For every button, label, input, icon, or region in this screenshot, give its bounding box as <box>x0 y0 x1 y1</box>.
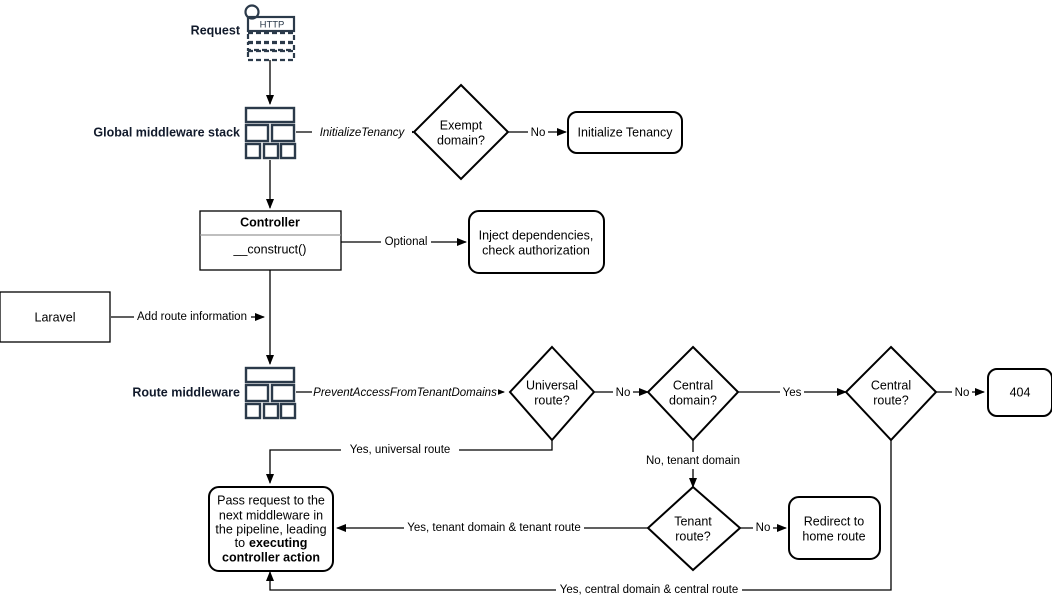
node-exempt-domain-line2: domain? <box>437 133 485 147</box>
edge-label-tenant-route-no-text: No <box>756 522 771 534</box>
node-central-route-line1: Central <box>871 378 911 392</box>
route-middleware-stack-icon <box>244 366 297 420</box>
http-icon-label: HTTP <box>260 20 285 31</box>
node-laravel-label: Laravel <box>35 310 76 324</box>
node-laravel[interactable]: Laravel <box>0 291 111 343</box>
edge-label-prevent-access-text: PreventAccessFromTenantDomains <box>313 387 497 399</box>
node-universal-route-line1: Universal <box>526 378 578 392</box>
node-controller-title: Controller <box>240 215 300 229</box>
edge-label-tenant-route-no: No <box>753 520 773 537</box>
node-pass-request-line4-prefix: to <box>235 536 245 550</box>
edge-label-no-tenant-domain-text: No, tenant domain <box>646 455 740 467</box>
node-redirect-home-route[interactable]: Redirect to home route <box>788 496 881 560</box>
node-controller[interactable]: Controller __construct() <box>199 210 342 271</box>
node-controller-method: __construct() <box>233 242 307 256</box>
edge-label-initialize-tenancy: InitializeTenancy <box>312 124 412 141</box>
node-central-route[interactable]: Central route? <box>844 345 938 442</box>
http-request-icon: HTTP <box>244 4 296 62</box>
edge-label-optional: Optional <box>381 234 431 251</box>
node-central-domain-line1: Central <box>673 378 713 392</box>
node-pass-request-line1: Pass request to the <box>217 493 325 507</box>
node-universal-route-line2: route? <box>534 393 569 407</box>
edge-label-no-tenant-domain: No, tenant domain <box>640 452 747 469</box>
node-initialize-tenancy-label: Initialize Tenancy <box>578 125 674 139</box>
edge-label-central-route-no: No <box>952 384 972 401</box>
edge-label-exempt-no-text: No <box>531 127 546 139</box>
node-exempt-domain[interactable]: Exempt domain? <box>412 83 510 181</box>
lane-label-request: Request <box>191 23 241 37</box>
node-universal-route[interactable]: Universal route? <box>508 345 596 442</box>
edge-label-yes-central-domain-route-text: Yes, central domain & central route <box>560 584 739 596</box>
node-pass-request[interactable]: Pass request to the next middleware in t… <box>208 486 334 572</box>
edge-label-yes-tenant: Yes, tenant domain & tenant route <box>404 520 584 537</box>
edge-label-optional-text: Optional <box>385 236 428 248</box>
node-redirect-home-route-line1: Redirect to <box>804 514 864 528</box>
node-exempt-domain-line1: Exempt <box>440 118 483 132</box>
node-initialize-tenancy[interactable]: Initialize Tenancy <box>567 111 683 154</box>
node-central-route-line2: route? <box>873 393 908 407</box>
edge-label-add-route-information-text: Add route information <box>137 311 247 323</box>
node-pass-request-line2: next middleware in <box>219 508 323 522</box>
edge-label-universal-no: No <box>613 384 633 401</box>
node-404[interactable]: 404 <box>987 368 1052 417</box>
lane-label-global-middleware-stack: Global middleware stack <box>93 125 240 139</box>
edge-label-exempt-no: No <box>528 124 548 141</box>
edge-label-prevent-access: PreventAccessFromTenantDomains <box>312 384 498 401</box>
edge-label-yes-central-domain-route: Yes, central domain & central route <box>556 582 742 599</box>
node-pass-request-line4-bold: executing <box>249 536 307 550</box>
node-inject-dependencies-line1: Inject dependencies, <box>479 228 594 242</box>
node-pass-request-line3: the pipeline, leading <box>215 522 326 536</box>
lane-label-route-middleware: Route middleware <box>132 385 240 399</box>
edge-label-initialize-tenancy-text: InitializeTenancy <box>320 127 406 139</box>
edge-label-central-route-no-text: No <box>955 387 970 399</box>
node-404-label: 404 <box>1010 385 1031 399</box>
node-central-domain[interactable]: Central domain? <box>646 345 740 442</box>
edge-label-yes-universal-route-text: Yes, universal route <box>350 444 451 456</box>
edge-label-add-route-information: Add route information <box>134 309 251 326</box>
edge-label-universal-no-text: No <box>616 387 631 399</box>
edge-label-yes-tenant-text: Yes, tenant domain & tenant route <box>407 522 580 534</box>
node-tenant-route-line1: Tenant <box>674 514 712 528</box>
edge-label-central-domain-yes-text: Yes <box>783 387 802 399</box>
node-inject-dependencies-line2: check authorization <box>482 243 590 257</box>
node-tenant-route[interactable]: Tenant route? <box>646 485 742 572</box>
edge-label-yes-universal-route: Yes, universal route <box>341 442 459 459</box>
node-central-domain-line2: domain? <box>669 393 717 407</box>
edge-label-central-domain-yes: Yes <box>780 384 804 401</box>
node-inject-dependencies[interactable]: Inject dependencies, check authorization <box>468 210 605 274</box>
node-pass-request-line5-bold: controller action <box>222 550 320 564</box>
global-middleware-stack-icon <box>244 106 297 160</box>
node-tenant-route-line2: route? <box>675 529 710 543</box>
node-redirect-home-route-line2: home route <box>802 529 865 543</box>
node-pass-request-line4: to executing <box>235 536 308 550</box>
